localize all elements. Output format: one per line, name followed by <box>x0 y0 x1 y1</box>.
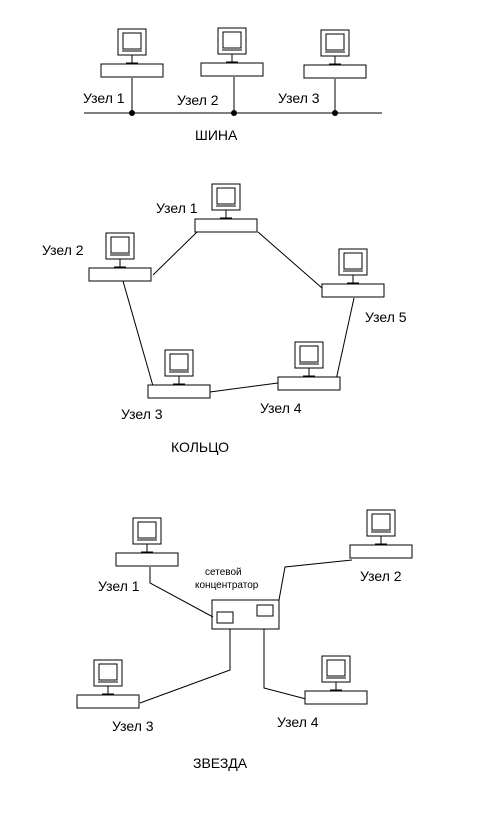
node-label: Узел 4 <box>260 400 302 416</box>
computer-icon <box>304 655 368 705</box>
computer-icon <box>277 341 341 391</box>
star-caption: ЗВЕЗДА <box>193 755 248 771</box>
computer-icon <box>100 28 164 78</box>
hub-label-line1: сетевой <box>205 567 242 578</box>
node-label: Узел 2 <box>360 568 402 584</box>
computer-icon <box>194 183 258 233</box>
ring-link <box>209 382 279 393</box>
bus-tap-dot <box>332 110 338 116</box>
ring-node-3: Узел 3 <box>121 349 211 422</box>
bus-tap-dot <box>129 110 135 116</box>
bus-node-1: Узел 1 <box>83 28 164 116</box>
node-label: Узел 4 <box>277 714 319 730</box>
star-link <box>139 629 231 704</box>
ring-link <box>122 280 154 387</box>
network-hub-icon <box>211 599 280 630</box>
star-node-4: Узел 4 <box>277 655 368 730</box>
star-node-3: Узел 3 <box>76 659 154 734</box>
computer-icon <box>303 29 367 79</box>
node-label: Узел 1 <box>83 90 125 106</box>
bus-node-2: Узел 2 <box>177 27 264 116</box>
star-link <box>263 629 307 700</box>
node-label: Узел 2 <box>177 92 219 108</box>
node-label: Узел 5 <box>365 309 407 325</box>
node-label: Узел 3 <box>278 90 320 106</box>
node-label: Узел 2 <box>42 242 84 258</box>
ring-link <box>257 231 323 289</box>
node-label: Узел 3 <box>112 718 154 734</box>
node-label: Узел 1 <box>98 578 140 594</box>
bus-caption: ШИНА <box>195 127 238 143</box>
star-topology: сетевой концентратор Узел 1 Узел 2 Узел … <box>76 509 413 771</box>
star-node-2: Узел 2 <box>349 509 413 584</box>
ring-node-2: Узел 2 <box>42 232 152 282</box>
bus-tap-dot <box>231 110 237 116</box>
computer-icon <box>76 659 140 709</box>
computer-icon <box>349 509 413 559</box>
ring-node-5: Узел 5 <box>321 248 407 325</box>
computer-icon <box>88 232 152 282</box>
node-label: Узел 3 <box>121 406 163 422</box>
bus-topology: Узел 1 Узел 2 Узел 3 ШИНА <box>83 27 382 143</box>
star-link <box>149 567 214 618</box>
bus-node-3: Узел 3 <box>278 29 367 116</box>
computer-icon <box>321 248 385 298</box>
ring-node-4: Узел 4 <box>260 341 341 416</box>
ring-link <box>335 297 355 381</box>
star-node-1: Узел 1 <box>98 517 179 594</box>
star-link <box>278 559 353 601</box>
ring-caption: КОЛЬЦО <box>171 439 229 455</box>
computer-icon <box>115 517 179 567</box>
computer-icon <box>200 27 264 77</box>
ring-link <box>152 231 198 276</box>
ring-node-1: Узел 1 <box>156 183 258 233</box>
ring-topology: Узел 1 Узел 2 Узел 3 Узел 4 Узел 5 КОЛЬЦ… <box>42 183 407 455</box>
computer-icon <box>147 349 211 399</box>
hub-label-line2: концентратор <box>195 580 259 591</box>
node-label: Узел 1 <box>156 200 198 216</box>
